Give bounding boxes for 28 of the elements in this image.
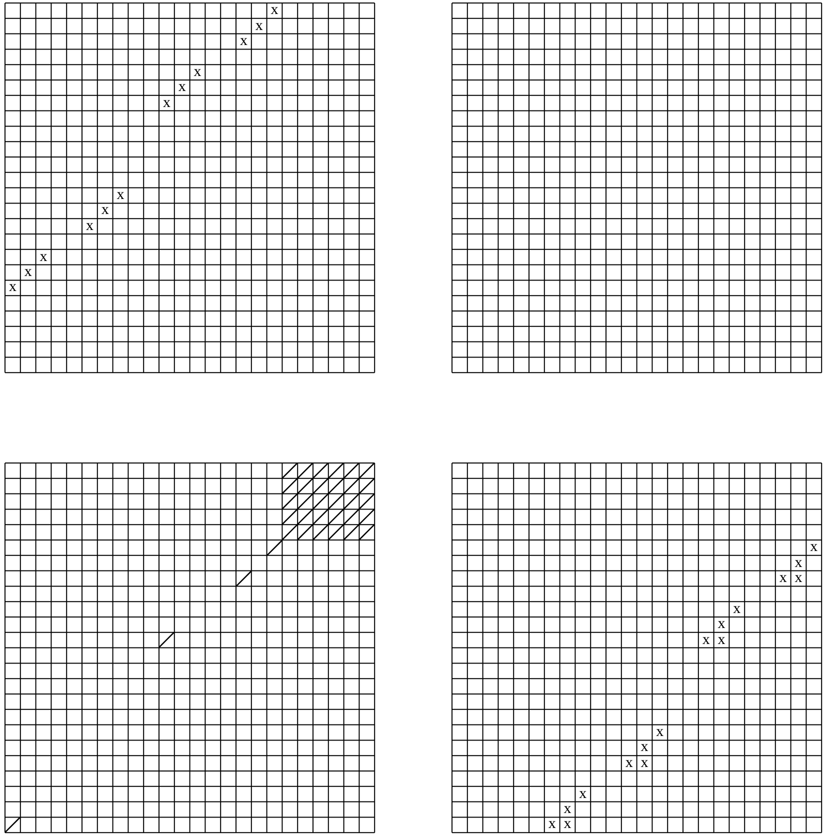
cell-mark: x xyxy=(547,818,557,832)
cell-mark: x xyxy=(640,756,650,770)
cell-mark: x xyxy=(8,281,18,294)
cell-mark: x xyxy=(116,189,126,202)
cell-mark: x xyxy=(23,266,33,279)
cell-mark: x xyxy=(655,726,665,739)
cell-mark: x xyxy=(562,803,572,816)
cell-mark: x xyxy=(809,541,819,554)
cell-mark: x xyxy=(794,556,804,570)
cell-mark: x xyxy=(84,220,94,233)
cell-mark: x xyxy=(38,250,48,264)
cell-mark: x xyxy=(270,4,280,18)
cell-mark: x xyxy=(624,756,634,770)
cell-mark: x xyxy=(238,35,248,48)
cell-mark: x xyxy=(640,741,650,754)
cell-mark: x xyxy=(192,66,202,79)
cell-mark: x xyxy=(778,572,788,585)
cell-mark: x xyxy=(701,634,711,647)
cell-mark: x xyxy=(177,81,187,94)
cell-mark: x xyxy=(732,602,742,616)
cell-mark: x xyxy=(162,96,172,110)
cell-mark: x xyxy=(794,572,804,585)
cell-mark: x xyxy=(716,634,726,647)
cell-mark: x xyxy=(716,618,726,632)
cell-mark: x xyxy=(254,20,264,33)
cell-mark: x xyxy=(562,818,572,832)
cell-mark: x xyxy=(578,788,588,801)
cell-mark: x xyxy=(100,204,110,218)
